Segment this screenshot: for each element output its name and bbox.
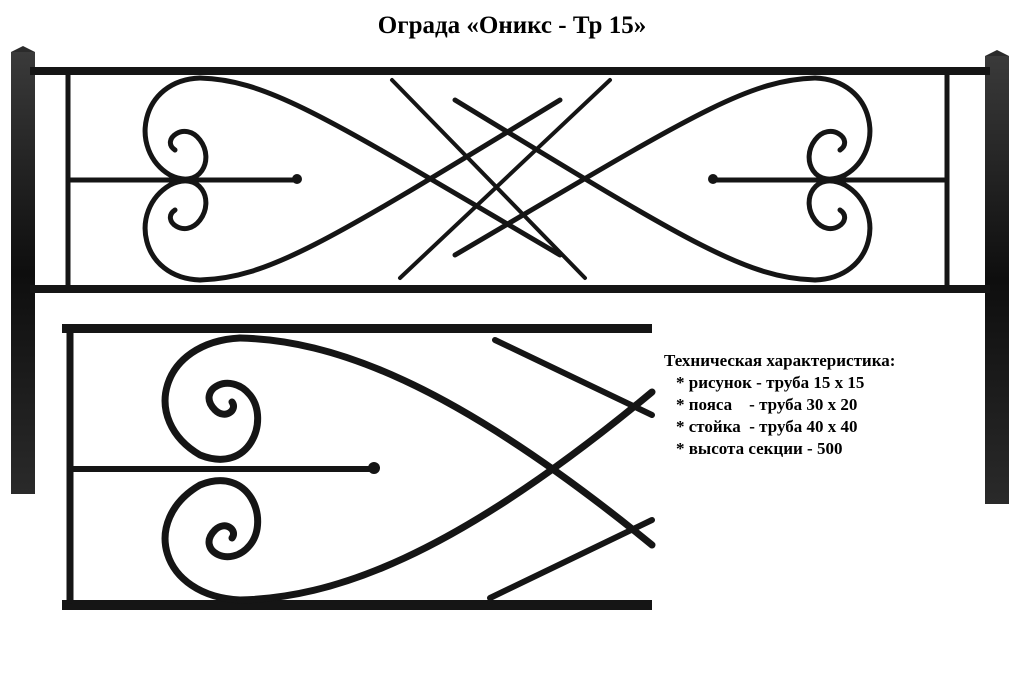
detail-bottom-rail	[62, 600, 652, 610]
right-post	[985, 56, 1009, 504]
bottom-rail	[30, 285, 990, 293]
top-rail	[30, 67, 990, 75]
spec-item-pattern: * рисунок - труба 15 х 15	[676, 373, 865, 392]
spec-item-belts: * пояса - труба 30 х 20	[676, 395, 858, 414]
tech-specs: Техническая характеристика: * рисунок - …	[664, 350, 895, 460]
specs-heading: Техническая характеристика:	[664, 351, 896, 370]
fence-detail	[62, 324, 656, 610]
detail-top-rail	[62, 324, 652, 333]
fence-section-full	[11, 46, 1009, 504]
left-post	[11, 52, 35, 494]
spec-item-post: * стойка - труба 40 х 40	[676, 417, 858, 436]
spec-item-height: * высота секции - 500	[676, 439, 843, 458]
page-title: Ограда «Оникс - Тр 15»	[377, 12, 647, 39]
